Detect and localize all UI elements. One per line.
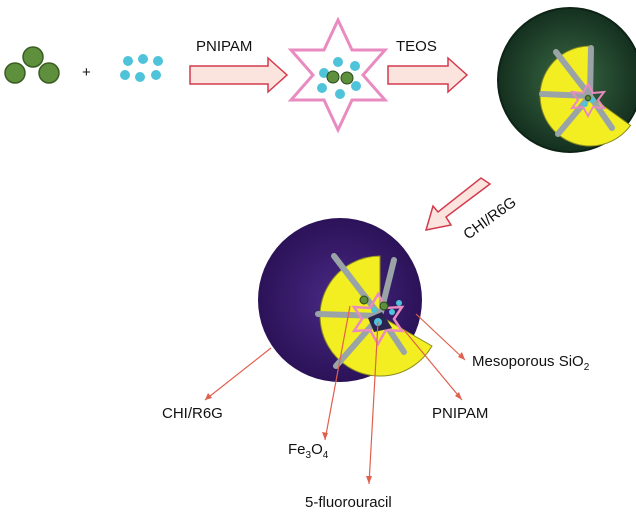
drug-dot xyxy=(371,307,377,313)
drug-dot xyxy=(582,101,588,107)
pnipam-star-small xyxy=(569,81,607,119)
drug-dot xyxy=(389,309,395,315)
fe3o4-particle xyxy=(584,94,592,102)
pnipam-star-assembly xyxy=(287,16,389,134)
fe3o4-particle xyxy=(22,46,44,68)
callout-head xyxy=(458,352,465,360)
fe3o4-particle xyxy=(359,295,369,305)
callout-head xyxy=(455,392,462,400)
fe3o4-particle xyxy=(4,62,26,84)
silica-coated-sphere xyxy=(497,7,636,153)
pore-channel xyxy=(539,91,593,99)
drug-dot xyxy=(319,68,329,78)
drug-dot xyxy=(333,57,343,67)
label-fe3o4: Fe3O4 xyxy=(288,441,329,461)
drug-dot xyxy=(123,56,133,66)
callout-line-silica xyxy=(415,313,466,361)
fe3o4-particle xyxy=(379,301,389,311)
chi-coated-sphere xyxy=(258,218,433,382)
callout-line-fe3o4 xyxy=(324,305,351,441)
callout-head xyxy=(366,476,372,484)
pnipam-star xyxy=(287,16,389,134)
drug-dot xyxy=(317,83,327,93)
plus-sign: + xyxy=(82,64,91,81)
drug-dot xyxy=(396,300,402,306)
drug-dot xyxy=(153,56,163,66)
label-chi-r6g: CHI/R6G xyxy=(162,405,223,422)
process-arrow-chi xyxy=(424,177,492,231)
drug-dot xyxy=(350,61,360,71)
fe3o4-particles xyxy=(4,46,60,84)
callout-lines xyxy=(204,305,466,485)
drug-dot xyxy=(151,70,161,80)
step-label-teos: TEOS xyxy=(396,38,437,55)
fe3o4-particle xyxy=(38,62,60,84)
drug-dot xyxy=(351,81,361,91)
process-arrow-pnipam xyxy=(189,56,289,94)
fe3o4-particle xyxy=(326,70,340,84)
step-label-chi: CHI/R6G xyxy=(460,194,519,244)
callout-head xyxy=(205,393,212,400)
drug-dots xyxy=(120,54,163,82)
silica-shell-edge xyxy=(497,7,636,153)
label-5-fluorouracil: 5-fluorouracil xyxy=(305,494,392,511)
fe3o4-particle xyxy=(340,71,354,85)
drug-dot xyxy=(335,89,345,99)
drug-dot xyxy=(120,70,130,80)
label-mesoporous-silica: Mesoporous SiO2 xyxy=(472,353,590,373)
process-arrow-teos xyxy=(387,56,469,94)
callout-line-pnipam xyxy=(403,329,463,401)
label-pnipam: PNIPAM xyxy=(432,405,488,422)
step-label-pnipam: PNIPAM xyxy=(196,38,252,55)
pore-channel xyxy=(315,311,383,319)
callout-line-5fu xyxy=(368,321,379,485)
callout-head xyxy=(322,432,328,440)
drug-dot xyxy=(138,54,148,64)
callout-line-chi xyxy=(204,347,272,401)
drug-dot xyxy=(135,72,145,82)
pnipam-star-medium xyxy=(351,291,405,347)
